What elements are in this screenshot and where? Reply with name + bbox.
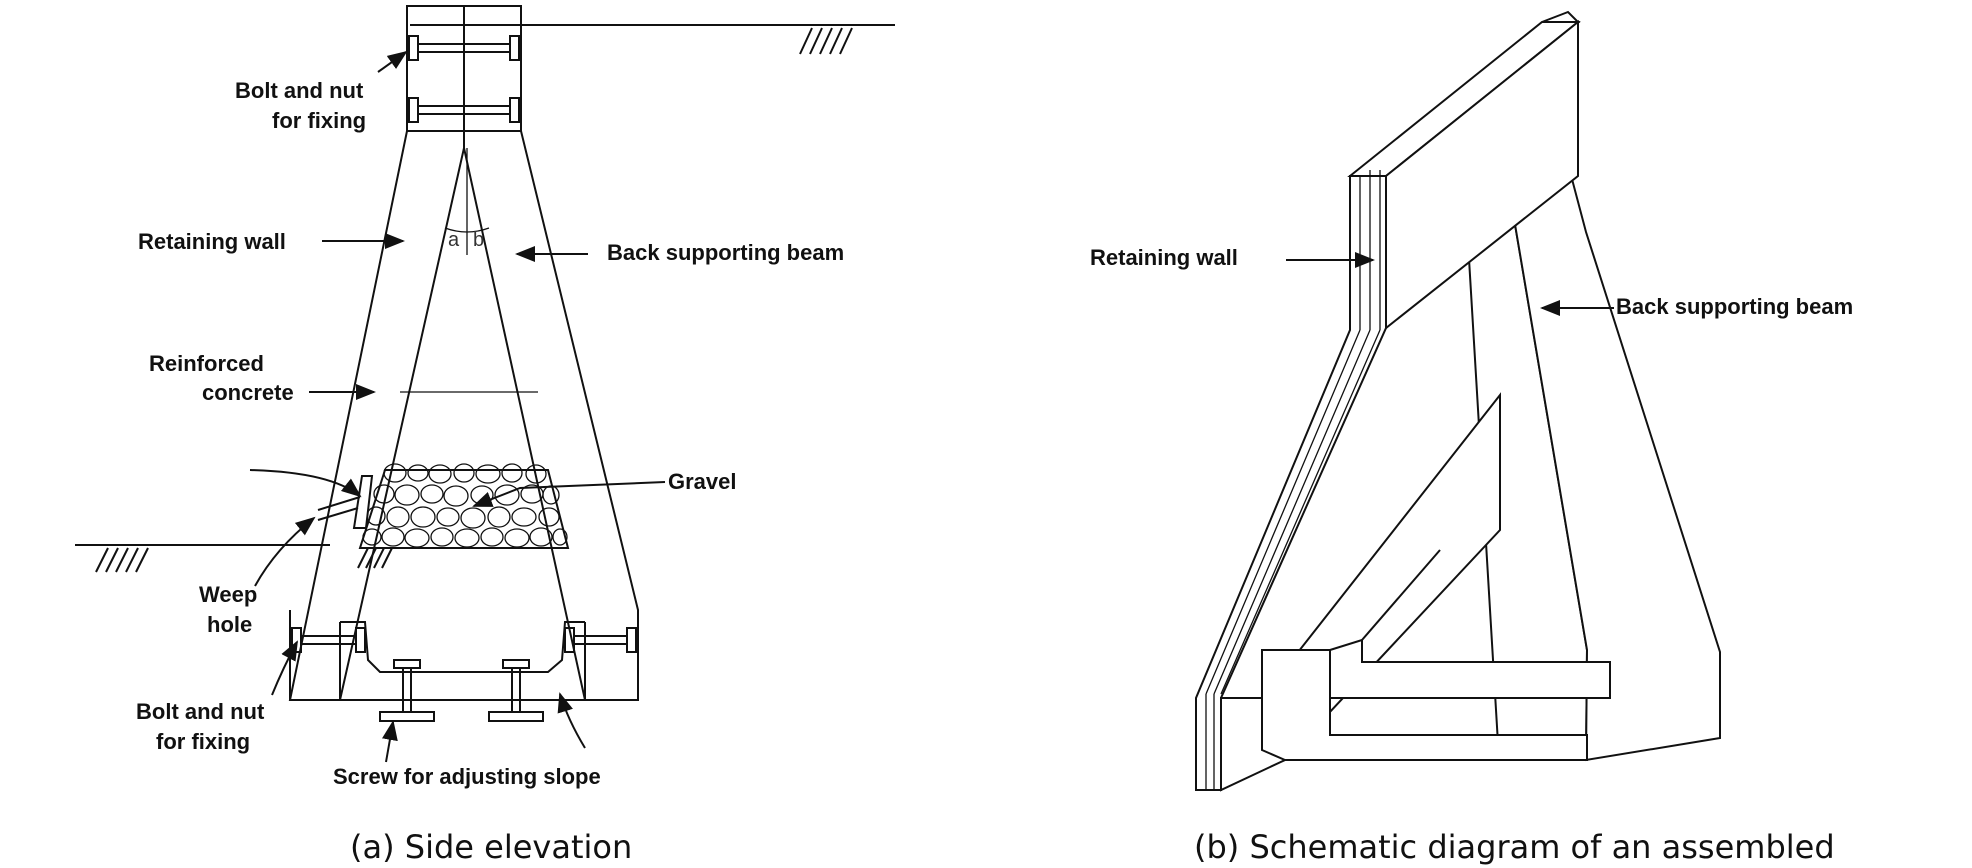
caption-side-elevation: (a) Side elevation <box>350 828 632 866</box>
arrow-weep-hole <box>254 516 316 587</box>
base-frame-edge <box>1361 549 1441 641</box>
schematic-diagram: Retaining wall Back supporting beam (b) … <box>1090 10 1853 866</box>
label-retaining-wall: Retaining wall <box>138 229 286 254</box>
ground-hatch-bottom <box>95 547 149 573</box>
angle-arc <box>444 227 490 233</box>
retaining-wall <box>288 130 465 701</box>
label-bolt-top-line2: for fixing <box>272 108 366 133</box>
label-back-supporting-beam: Back supporting beam <box>607 240 844 265</box>
side-elevation-diagram: a b <box>75 5 895 866</box>
caption-schematic: (b) Schematic diagram of an assembled <box>1194 828 1835 866</box>
top-bolt-upper <box>408 35 520 61</box>
wall-layer-4 <box>1205 329 1361 695</box>
angle-a-label: a <box>448 229 460 251</box>
label-reinforced-line1: Reinforced <box>149 351 264 376</box>
label-bolt-top-line1: Bolt and nut <box>235 78 364 103</box>
label-b-back-supporting-beam: Back supporting beam <box>1616 294 1853 319</box>
wall-layer-6 <box>1220 329 1381 695</box>
label-bolt-bottom-line1: Bolt and nut <box>136 699 265 724</box>
weep-hole <box>317 475 374 529</box>
base-frame-front <box>1261 649 1588 761</box>
bottom-bolt-right <box>564 627 637 653</box>
label-bolt-bottom-line2: for fixing <box>156 729 250 754</box>
ground-hatch-top <box>799 27 853 55</box>
arrow-gravel <box>472 481 666 507</box>
arrow-screw-left <box>382 720 398 763</box>
slope-screw-right <box>488 659 544 722</box>
arrow-weep-hole-upper <box>249 469 362 498</box>
label-b-retaining-wall: Retaining wall <box>1090 245 1238 270</box>
angle-b-label: b <box>473 229 484 251</box>
top-bolt-lower <box>408 97 520 123</box>
bottom-bolt-left <box>291 627 366 653</box>
wall-layer-5 <box>1213 329 1371 695</box>
arrow-bolt-bottom <box>271 640 298 696</box>
label-gravel: Gravel <box>668 469 737 494</box>
back-supporting-beam <box>463 130 639 701</box>
wall-top-slab <box>1385 19 1579 331</box>
label-weep-line1: Weep <box>199 582 257 607</box>
retaining-wall-top-notch <box>1541 10 1581 23</box>
slope-screw-left <box>379 659 435 722</box>
label-screw: Screw for adjusting slope <box>333 764 601 789</box>
label-weep-line2: hole <box>207 612 252 637</box>
arrow-bolt-top <box>377 50 408 73</box>
label-reinforced-line2: concrete <box>202 380 294 405</box>
ground-hatch-inner <box>357 547 393 569</box>
arrow-screw-right <box>557 692 586 749</box>
